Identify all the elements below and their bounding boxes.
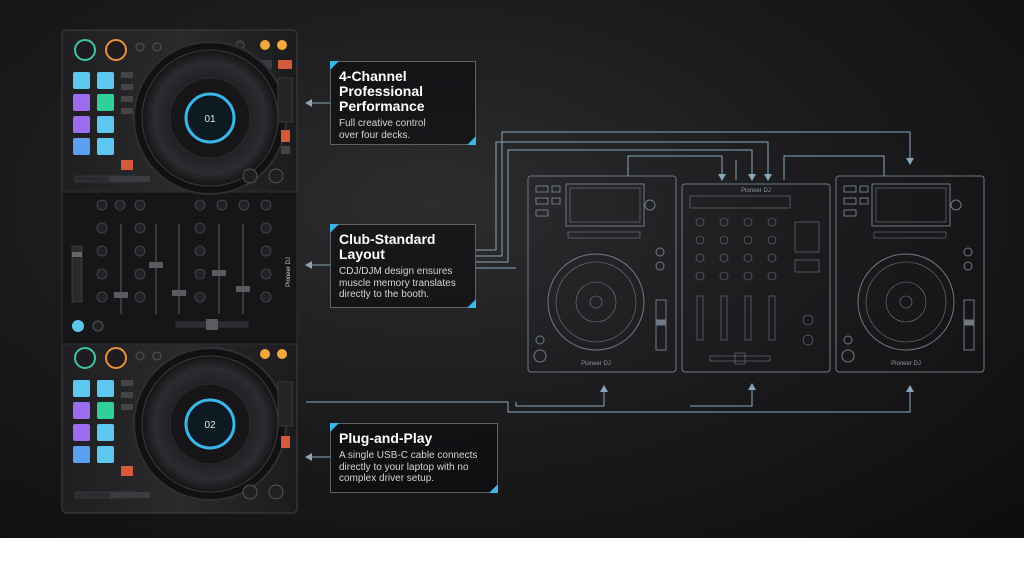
cdj-right-logo: Pioneer DJ xyxy=(891,361,921,367)
performance-pads-bottom xyxy=(73,380,114,463)
djm-mixer-outline xyxy=(681,183,831,373)
cdj-right xyxy=(835,175,985,373)
mixer-section: Pioneer DJ xyxy=(71,199,292,332)
product-illustration: 01 xyxy=(0,0,1024,538)
club-setup-outline xyxy=(527,175,985,373)
controller-logo: Pioneer DJ xyxy=(286,257,292,287)
callout-club-standard: Club-Standard Layout CDJ/DJM design ensu… xyxy=(330,224,476,308)
fx-knob-top-right xyxy=(105,39,127,61)
cdj-left xyxy=(527,175,677,373)
jog-display-top: 01 xyxy=(204,114,216,125)
jog-display-bottom: 02 xyxy=(204,420,216,431)
callout-body: CDJ/DJM design ensures muscle memory tra… xyxy=(339,266,456,300)
cdj-left-logo: Pioneer DJ xyxy=(581,361,611,367)
callout-body: Full creative control over four decks. xyxy=(339,118,426,141)
deck-top: 01 xyxy=(73,39,293,195)
callout-four-channel: 4-Channel Professional Performance Full … xyxy=(330,61,476,145)
mixer-logo: Pioneer DJ xyxy=(741,188,771,194)
illustration-svg: 01 xyxy=(61,29,985,514)
callout-body: A single USB-C cable connects directly t… xyxy=(339,450,478,484)
jog-wheel-top: 01 xyxy=(133,41,287,195)
jog-wheel-bottom: 02 xyxy=(133,347,287,501)
callout-title: Club-Standard Layout xyxy=(339,231,436,262)
callout-arrows xyxy=(305,99,330,461)
callout-title: 4-Channel Professional Performance xyxy=(339,68,425,114)
deck-bottom: 02 xyxy=(73,347,293,501)
callout-plug-and-play: Plug-and-Play A single USB-C cable conne… xyxy=(330,423,498,493)
connection-wires xyxy=(306,131,914,413)
performance-pads-top xyxy=(73,72,114,155)
fx-knob-top-left xyxy=(74,39,96,61)
dj-controller: 01 xyxy=(61,29,298,514)
callout-title: Plug-and-Play xyxy=(339,430,433,446)
